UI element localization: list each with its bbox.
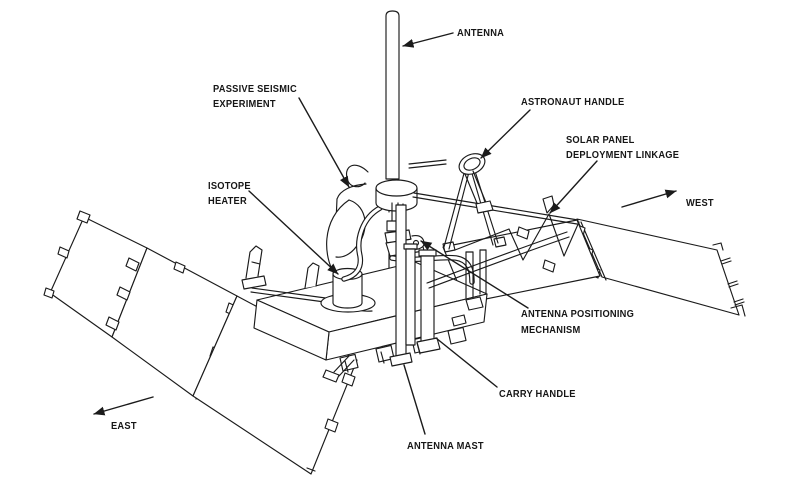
label-antenna-mast-text: ANTENNA MAST — [407, 441, 484, 452]
label-carry-handle-text: CARRY HANDLE — [499, 389, 576, 400]
west-arrow — [621, 189, 677, 208]
antenna-tube — [385, 10, 400, 180]
label-isotope-heater-line2: HEATER — [208, 196, 247, 207]
antenna-leader-line — [402, 32, 454, 48]
label-antenna-positioning-mechanism: ANTENNA POSITIONING MECHANISM — [521, 307, 634, 339]
label-solar-panel-line1: SOLAR PANEL — [566, 135, 635, 146]
label-east: EAST — [111, 419, 137, 434]
astronaut-handle — [408, 153, 499, 250]
label-astronaut-handle: ASTRONAUT HANDLE — [521, 95, 624, 110]
label-astronaut-handle-text: ASTRONAUT HANDLE — [521, 97, 625, 108]
label-passive-seismic-line1: PASSIVE SEISMIC — [213, 84, 297, 95]
antenna-mast-leader-line — [403, 364, 426, 435]
label-passive-seismic-experiment: PASSIVE SEISMIC EXPERIMENT — [213, 82, 297, 112]
label-east-text: EAST — [111, 421, 137, 432]
solar-panel-east-outer — [43, 210, 238, 397]
label-solar-panel-line2: DEPLOYMENT LINKAGE — [566, 150, 680, 161]
antenna-mast-assembly — [389, 204, 441, 367]
label-passive-seismic-line2: EXPERIMENT — [213, 99, 276, 110]
label-antenna-text: ANTENNA — [457, 28, 505, 39]
passive-seismic-leader-line — [298, 97, 350, 188]
label-west: WEST — [686, 196, 714, 211]
solar-panel-west-outer — [576, 218, 746, 317]
label-antenna-positioning-line1: ANTENNA POSITIONING — [521, 309, 635, 320]
east-arrow — [93, 396, 154, 416]
label-carry-handle: CARRY HANDLE — [499, 387, 576, 402]
label-antenna-positioning-line2: MECHANISM — [521, 325, 581, 336]
astronaut-handle-leader-line — [480, 109, 531, 159]
carry-handle-leader-line — [435, 337, 498, 388]
label-antenna-mast: ANTENNA MAST — [407, 439, 484, 454]
label-solar-panel-deployment-linkage: SOLAR PANEL DEPLOYMENT LINKAGE — [566, 133, 679, 163]
label-isotope-heater-line1: ISOTOPE — [208, 181, 251, 192]
label-antenna: ANTENNA — [457, 26, 504, 41]
leader-lines — [248, 32, 598, 435]
label-west-text: WEST — [686, 198, 714, 209]
isotope-heater-leader-line — [248, 190, 339, 275]
positioning-leader-line — [420, 240, 529, 309]
solar-linkage-leader-line — [549, 160, 598, 214]
label-isotope-heater: ISOTOPE HEATER — [208, 179, 251, 209]
